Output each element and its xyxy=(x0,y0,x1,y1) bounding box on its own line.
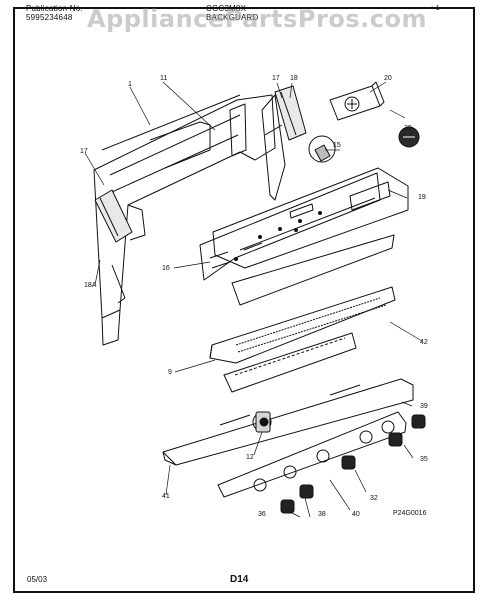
switch-housing xyxy=(223,332,357,393)
callout-label: 16 xyxy=(162,265,170,272)
control-panel-overlay xyxy=(212,167,409,269)
control-switch xyxy=(252,411,272,433)
callout-label: 19 xyxy=(418,194,426,201)
callout-label: 32 xyxy=(370,495,378,502)
callout-label: 38 xyxy=(318,511,326,518)
callout-label: 42 xyxy=(420,339,428,346)
publication-number: 5995234648 xyxy=(26,13,73,22)
callout-label: 1 xyxy=(128,81,132,88)
section-title: BACKGUARD xyxy=(206,13,259,22)
callout-label: 40 xyxy=(352,511,360,518)
callout-label: 29 xyxy=(404,125,412,132)
control-panel-backplate xyxy=(199,172,381,281)
callout-label: 11 xyxy=(160,75,167,82)
manifold-panel xyxy=(162,378,414,466)
knob-escutcheon xyxy=(217,411,407,498)
right-end-bracket xyxy=(261,94,286,201)
watermark: AppliancePartsPros.com xyxy=(87,5,427,33)
end-trim-right xyxy=(274,85,307,141)
callout-label: 17 xyxy=(80,148,88,155)
clock-bracket xyxy=(308,135,336,163)
publication-label: Publication No. xyxy=(26,4,83,13)
callout-label: 17 xyxy=(272,75,280,82)
revision-date: 05/03 xyxy=(27,575,48,584)
callout-label: 41 xyxy=(162,493,170,500)
callout-label: 18A xyxy=(84,282,97,289)
clock-timer xyxy=(329,81,385,121)
callout-label: 15 xyxy=(333,142,341,149)
corner-mark: • 1 xyxy=(431,5,440,12)
callout-label: 36 xyxy=(258,511,266,518)
timer-knob xyxy=(398,126,420,148)
callout-label: 39 xyxy=(420,403,428,410)
panel-strip-top xyxy=(231,234,395,306)
callout-label: 20 xyxy=(384,75,392,82)
control-knobs xyxy=(280,414,426,514)
callout-label: 18 xyxy=(290,75,298,82)
callout-label: 12 xyxy=(246,454,254,461)
leader-lines xyxy=(84,81,423,518)
callout-label: 9 xyxy=(168,369,172,376)
diagram-code: P24G0016 xyxy=(393,510,427,517)
callout-label: 35 xyxy=(420,456,428,463)
model-number: CGC3M8X xyxy=(206,4,247,13)
lower-trim-strip xyxy=(209,286,396,364)
end-trim-left xyxy=(94,189,133,243)
page-id: D14 xyxy=(230,574,249,585)
